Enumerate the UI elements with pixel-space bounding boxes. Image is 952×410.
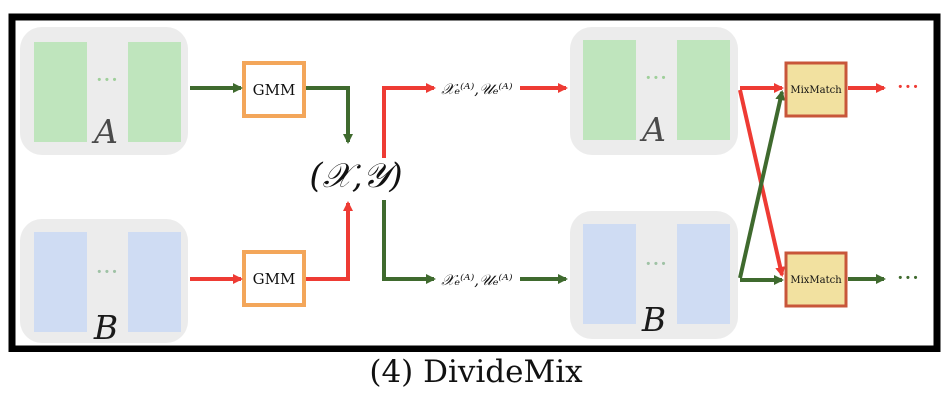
network-b-left: ··· B [20,219,188,347]
arrow-gmm-bottom-to-center [306,201,353,281]
green-column-right [128,42,181,142]
gmm-box-bottom: GMM [242,250,306,307]
gmm-label: GMM [253,81,296,99]
gmm-box-top: GMM [242,61,306,118]
mixmatch-box [784,61,848,118]
network-label-b: B [641,300,666,339]
network-label-a: A [91,112,118,151]
ellipsis-dots: ··· [96,66,119,94]
gmm-box [242,250,306,307]
arrow-b-to-mixmatch-top [738,90,786,279]
mixmatch-label: MixMatch [790,85,842,96]
network-a-left: ··· A [20,27,188,155]
mixmatch-box-bottom: MixMatch [784,251,848,308]
trailing-dots-top: ··· [897,73,920,101]
blue-column-left [34,232,87,332]
figure-caption: (4) DivideMix [369,354,583,390]
green-column-left [34,42,87,142]
blue-column-right [677,224,730,324]
mixmatch-box-top: MixMatch [784,61,848,118]
arrow-gmm-top-to-center [306,86,353,144]
network-label-a: A [639,110,666,149]
arrow-center-to-bottom-set [382,200,436,284]
ellipsis-dots: ··· [645,250,668,278]
bottom-set-label: 𝒳ₑ⁽ᴬ⁾,𝒰ₑ⁽ᴬ⁾ [441,271,512,289]
trailing-dots-bottom: ··· [897,264,920,292]
green-column-left [583,40,636,140]
blue-column-left [583,224,636,324]
mixmatch-label: MixMatch [790,275,842,286]
network-label-b: B [93,308,118,347]
ellipsis-dots: ··· [645,64,668,92]
mixmatch-box [784,251,848,308]
top-set-label: 𝒳ₑ⁽ᴬ⁾,𝒰ₑ⁽ᴬ⁾ [441,80,512,98]
green-column-right [677,40,730,140]
ellipsis-dots: ··· [96,258,119,286]
dividemix-diagram: ··· A ··· B GMM GMM (𝒳,𝒴) 𝒳ₑ⁽ᴬ⁾,𝒰ₑ⁽ᴬ⁾ 𝒳ₑ… [8,13,941,352]
center-dataset-label: (𝒳,𝒴) [309,156,402,196]
blue-column-right [128,232,181,332]
gmm-box [242,61,306,118]
network-a-right: ··· A [570,27,738,155]
network-b-right: ··· B [570,211,738,339]
gmm-label: GMM [253,270,296,288]
arrow-center-to-top-set [382,83,436,158]
